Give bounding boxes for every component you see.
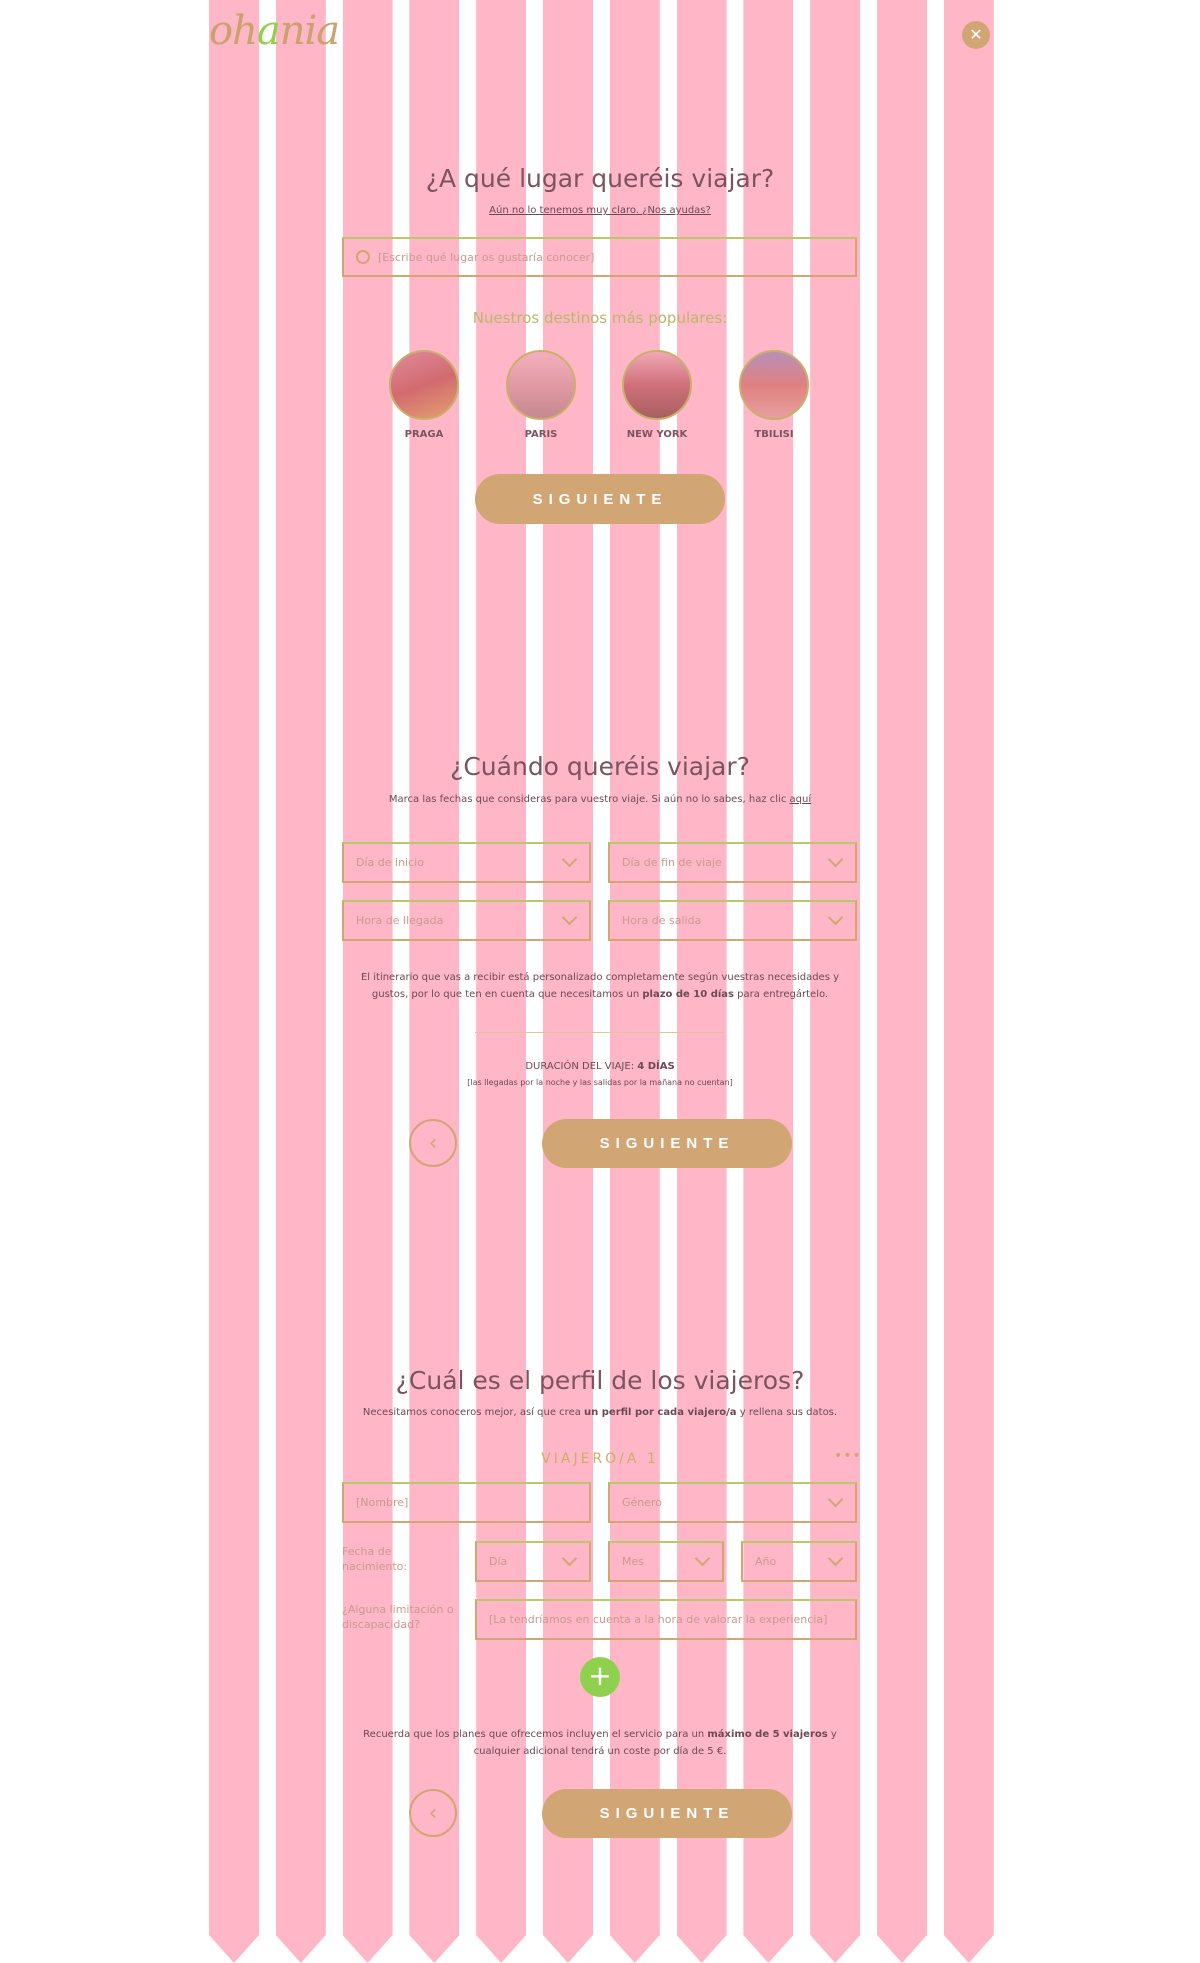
step3-title: ¿Cuál es el perfil de los viajeros? [395,1366,805,1395]
chevron-left-icon: ‹ [428,1130,438,1156]
popular-title: Nuestros destinos más populares: [472,309,728,327]
stripe [543,0,593,1963]
chevron-down-icon [561,1550,578,1567]
birth-month-select[interactable]: Mes [608,1541,724,1582]
start-day-select[interactable]: Día de inicio [342,842,591,883]
chevron-down-icon [694,1550,711,1567]
stripe [409,0,460,1963]
here-link[interactable]: aquí [789,794,812,805]
close-button[interactable]: ✕ [962,21,990,49]
arrival-time-select[interactable]: Hora de llegada [342,900,591,941]
step3-subtitle: Necesitamos conoceros mejor, así que cre… [362,1407,838,1418]
destination-search-input[interactable]: [Escribe qué lugar os gustaría conocer] [342,237,857,277]
stripe [676,0,727,1963]
chevron-down-icon [827,1550,844,1567]
stripe [877,0,927,1963]
logo[interactable]: ohania [209,8,340,54]
destination-label: PARIS [524,429,558,440]
chevron-down-icon [561,909,578,926]
destination-label: PRAGA [404,429,444,440]
next-button-step3[interactable]: SIGUIENTE [542,1789,792,1838]
step2-subtitle: Marca las fechas que consideras para vue… [388,794,790,805]
stripe [943,0,994,1963]
trip-duration: DURACIÓN DEL VIAJE: 4 DÍAS [525,1061,675,1072]
chevron-down-icon [827,1491,844,1508]
birth-year-select[interactable]: Año [741,1541,857,1582]
plus-icon: + [588,1659,612,1692]
stripe [275,0,326,1963]
birth-day-select[interactable]: Día [475,1541,591,1582]
birth-date-label: Fecha de nacimiento: [342,1545,408,1573]
next-button-step2[interactable]: SIGUIENTE [542,1119,792,1168]
add-traveler-button[interactable]: + [580,1657,620,1697]
search-placeholder: [Escribe qué lugar os gustaría conocer] [378,250,595,264]
limitation-input[interactable]: [La tendríamos en cuenta a la hora de va… [475,1599,857,1640]
divider [475,1032,725,1033]
stripe [810,0,861,1963]
chevron-left-icon: ‹ [428,1800,438,1826]
itinerary-info: El itinerario que vas a recibir está per… [360,972,840,1000]
step1-title: ¿A qué lugar queréis viajar? [425,164,775,193]
departure-time-select[interactable]: Hora de salida [608,900,857,941]
chevron-down-icon [827,909,844,926]
destination-label: NEW YORK [626,429,688,440]
gender-select[interactable]: Género [608,1482,857,1523]
chevron-down-icon [561,851,578,868]
chevron-down-icon [827,851,844,868]
stripe [342,0,393,1963]
stripe [209,0,259,1963]
destination-label: TBILISI [754,429,794,440]
travelers-note: Recuerda que los planes que ofrecemos in… [363,1729,837,1757]
limitation-label: ¿Alguna limitación o discapacidad? [342,1603,454,1631]
destination-tbilisi[interactable] [739,350,809,420]
more-options-icon[interactable]: ••• [834,1448,862,1464]
close-icon: ✕ [969,25,983,44]
duration-note: [las llegadas por la noche y las salidas… [467,1078,733,1087]
destination-new-york[interactable] [622,350,692,420]
traveler-heading: VIAJERO/A 1 [541,1451,659,1467]
back-button-step2[interactable]: ‹ [409,1119,457,1167]
step2-title: ¿Cuándo queréis viajar? [450,752,750,781]
destination-praga[interactable] [389,350,459,420]
search-icon [356,250,370,264]
stripe [609,0,660,1963]
back-button-step3[interactable]: ‹ [409,1789,457,1837]
stripe [476,0,527,1963]
end-day-select[interactable]: Día de fin de viaje [608,842,857,883]
next-button-step1[interactable]: SIGUIENTE [475,474,725,524]
destination-paris[interactable] [506,350,576,420]
stripe [743,0,794,1963]
name-input[interactable]: [Nombre] [342,1482,591,1523]
help-link[interactable]: Aún no lo tenemos muy claro. ¿Nos ayudas… [489,205,711,216]
